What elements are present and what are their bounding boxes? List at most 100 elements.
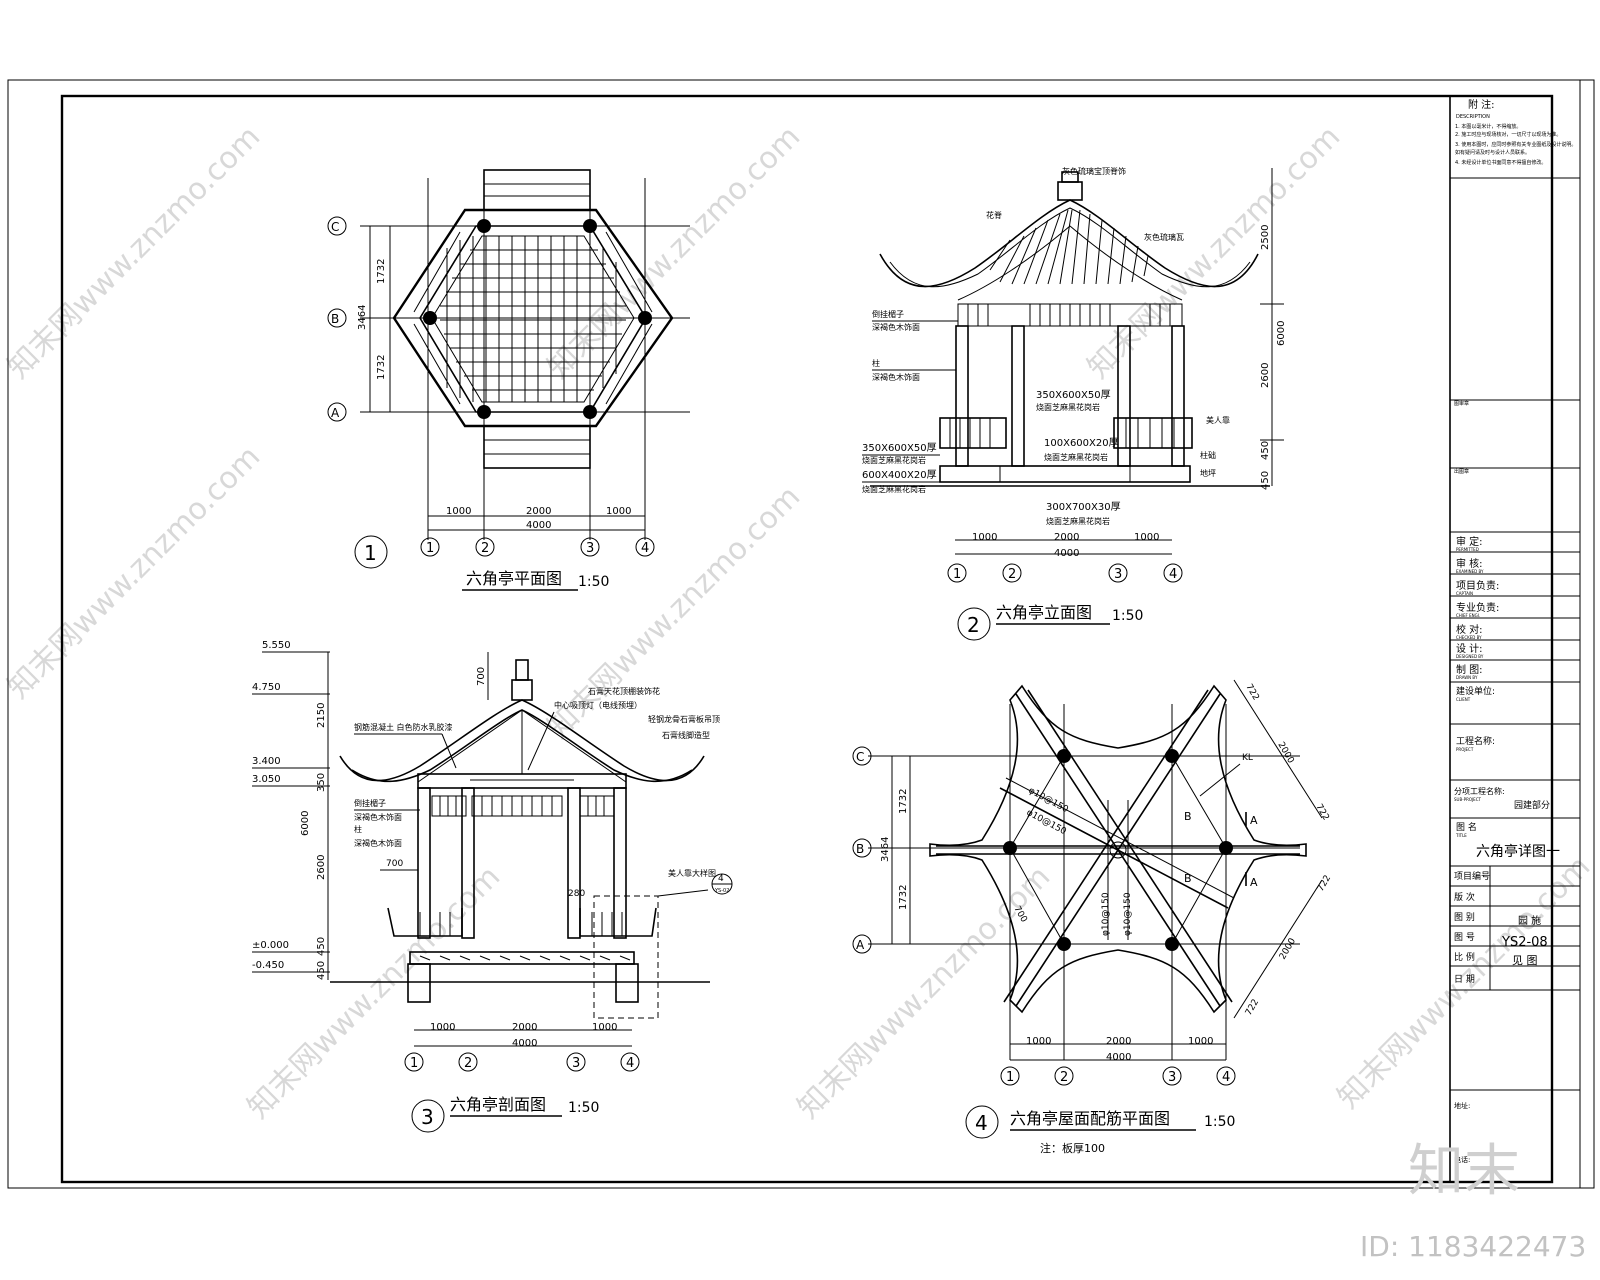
axis-label: 4 [641,541,649,556]
note-item: 1. 本图以毫米计，不得缩放。 [1455,123,1521,130]
dim-text: 1000 [430,1022,455,1033]
dim-text: 700 [476,667,487,686]
annotation: 地坪 [1200,468,1216,478]
label-en: CAPTAIN [1456,591,1473,596]
axis-bubble-a: A [327,402,347,422]
bench [579,907,657,937]
axis-label: B [331,312,339,326]
column [417,787,431,939]
roof-star-outline [929,684,1307,1014]
level-text: 5.550 [262,640,291,651]
dim-text: 4000 [1106,1052,1131,1063]
column [423,311,437,325]
dim-text: 2000 [1054,532,1079,543]
dim-text: 1732 [376,259,387,284]
dim-text: 1732 [898,789,909,814]
label-title: 图 名 [1456,821,1477,833]
dim-text: 450 [1260,441,1271,460]
view-note: 注：板厚100 [1040,1141,1105,1155]
dim-text: 2000 [1106,1036,1131,1047]
dim-text: 4000 [526,520,551,531]
annotation: 灰色琉璃瓦 [1144,232,1184,242]
notes-title: 附 注: [1468,98,1495,111]
signature-rows: 审 定: PERMITTED 审 核: EXAMINED BY 项目负责: CA… [1450,535,1580,1164]
annotation: 深褐色木饰面 [872,372,920,382]
axis-label: 4 [1169,567,1177,582]
bench [1113,417,1193,449]
axis-label: C [856,750,864,764]
dim-text: 2150 [316,703,327,728]
column [638,311,652,325]
dim-text: 2600 [316,855,327,880]
annotation: 柱础 [1200,450,1216,460]
axis-bubble-c: C [852,746,872,766]
view-number: 3 [421,1105,434,1129]
label-en: PROJECT [1456,747,1474,752]
dim-text: 2000 [512,1022,537,1033]
annotation: 300X700X30厚 [1046,501,1121,513]
label-en: TITLE [1455,833,1467,838]
section-view: 5.550 4.750 3.400 3.050 ±0.000 -0.450 21… [252,640,733,1133]
roof-section [339,699,705,782]
roof-rebar-view: A A B B KL φ10@150 φ10@150 φ10@150 φ10@1… [852,679,1333,1155]
dim-text: 1000 [1188,1036,1213,1047]
annotation: 石膏天花顶棚装饰花 [588,686,660,696]
label-approved: 审 定: [1456,535,1483,548]
label-designed: 设 计: [1456,642,1483,655]
annotation: 烧面芝麻黑花岗岩 [1036,402,1100,412]
axis-bubble-b: B [327,308,347,328]
label-number: 项目编号 [1454,870,1490,882]
level-text: -0.450 [252,960,284,971]
level-text: 3.050 [252,774,281,785]
dim-text: 2000 [526,506,551,517]
roof-beams [936,689,1300,1007]
axis-bubble-a: A [852,934,872,954]
column [567,787,581,939]
view-number: 1 [364,541,377,565]
label-en: CHECKED BY [1456,635,1482,640]
label-drawing-no: 图 号 [1454,932,1475,943]
dim-text: 2600 [1260,363,1271,388]
label-checked: 校 对: [1456,623,1483,636]
column [477,219,491,233]
dim-text: 2000 [1278,936,1298,961]
annotation: 烧面芝麻黑花岗岩 [862,484,926,494]
dim-text: 6000 [1276,321,1287,346]
column [583,405,597,419]
note-item: 4. 未经设计单位书面同意不得擅自修改。 [1455,159,1546,166]
detail-ref: YS-02 [714,888,729,894]
dim-text: 450 [1260,471,1271,490]
watermark: 知末网www.znzmo.com [541,119,807,385]
plan-view: 1732 3464 1732 C B A 1000 2000 1000 4000… [327,169,690,591]
column [1219,841,1233,855]
label-phone: 电话: [1454,1155,1470,1164]
stamp-label: 图审章 [1454,400,1469,407]
annotation: 深褐色木饰面 [354,838,402,848]
dim-text: 1732 [376,355,387,380]
section-mark: A [1250,876,1258,889]
drawing-title-value: 六角亭详图一 [1476,843,1560,860]
axis-label: 4 [1222,1070,1230,1085]
watermark: 知末网www.znzmo.com [1081,119,1347,385]
stamp-label: 出图章 [1454,468,1469,475]
dim-text: 3464 [880,837,891,862]
label-examined: 审 核: [1456,557,1483,570]
column [583,219,597,233]
notes-subtitle: DESCRIPTION [1456,114,1490,120]
dim-text: 4000 [512,1038,537,1049]
label-version: 版 次 [1454,891,1475,903]
axis-bubble-b: B [852,838,872,858]
label-en: DRAWN BY [1456,675,1478,680]
annotation: 烧面芝麻黑花岗岩 [1044,452,1108,462]
axis-bubbles-x: 1 2 3 4 [420,537,655,557]
dim-text: 1000 [592,1022,617,1033]
label-en: EXAMINED BY [1456,569,1484,574]
note-item: 如有疑问请及时与设计人员联系。 [1455,149,1530,156]
view-title: 六角亭立面图 [996,603,1092,622]
axis-label: 1 [410,1056,418,1071]
axis-label: 1 [953,567,961,582]
annotation: 钢筋混凝土 白色防水乳胶漆 [354,722,453,732]
label-captain: 项目负责: [1456,579,1499,592]
annotation: 灰色琉璃宝顶脊饰 [1062,166,1126,176]
view-number: 4 [975,1111,988,1135]
